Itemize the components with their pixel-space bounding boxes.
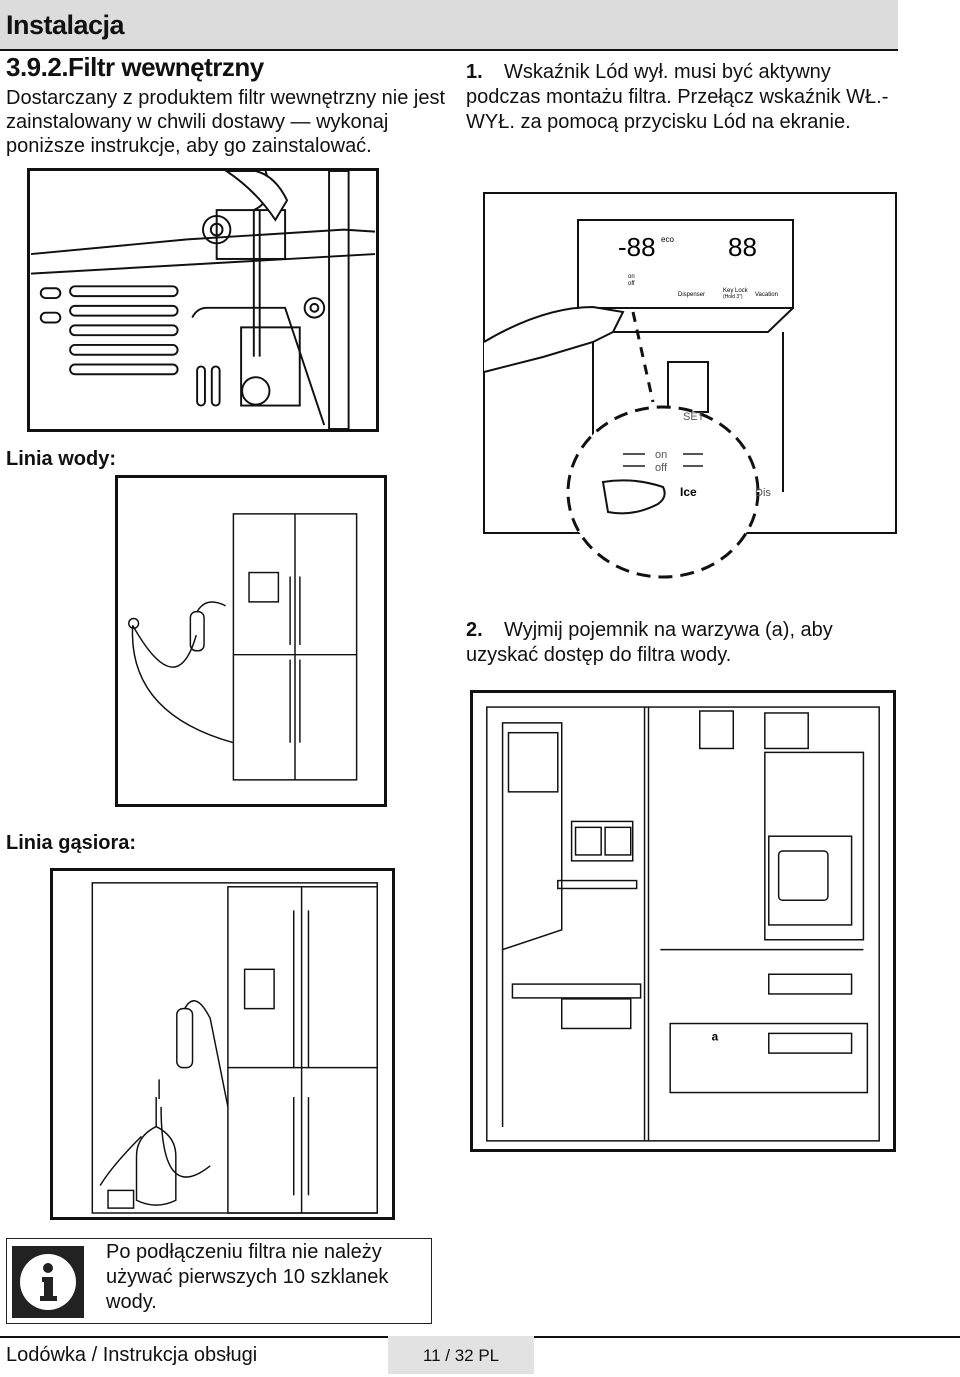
footer-doc-title: Lodówka / Instrukcja obsługi	[6, 1344, 258, 1366]
panel-on-label: on	[655, 449, 667, 461]
footer-page-box	[388, 1336, 534, 1374]
control-panel-drawing: -88 88 eco on off Dispenser Key Lock (Ho…	[483, 192, 897, 579]
bottle-line-drawing	[91, 882, 378, 1214]
figure-filter-connection	[27, 168, 379, 432]
open-fridge-drawing: a	[486, 706, 880, 1142]
water-line-drawing	[128, 513, 358, 781]
step-2-number: 2.	[466, 619, 483, 641]
info-text: Po podłączeniu filtra nie należy używać …	[106, 1241, 389, 1313]
header-bar	[0, 0, 898, 50]
bottle-line-label: Linia gąsiora:	[6, 832, 137, 854]
info-box	[6, 1238, 432, 1324]
panel-eco-label: eco	[661, 235, 674, 244]
step-1-number: 1.	[466, 61, 483, 83]
section-intro: Dostarczany z produktem filtr wewnętrzny…	[6, 87, 446, 157]
footer-page-number: 11 / 32 PL	[422, 1346, 500, 1365]
panel-set-label: SET	[683, 411, 705, 423]
figure-water-line	[115, 475, 387, 807]
crisper-label-a: a	[712, 1029, 719, 1043]
step-2-text: Wyjmij pojemnik na warzywa (a), aby uzys…	[466, 619, 833, 666]
step-1-text: Wskaźnik Lód wył. musi być aktywny podcz…	[466, 61, 889, 133]
panel-hold-label: (Hold 3")	[723, 294, 743, 300]
panel-digits-right: 88	[728, 232, 757, 262]
filter-connection-drawing	[30, 171, 376, 429]
panel-small-off: off	[628, 281, 635, 287]
page-title: Instalacja	[6, 10, 125, 40]
panel-ice-button[interactable]: Ice	[680, 485, 697, 499]
figure-control-panel: -88 88 eco on off Dispenser Key Lock (Ho…	[483, 192, 897, 586]
step-2: 2.Wyjmij pojemnik na warzywa (a), aby uz…	[466, 618, 906, 668]
panel-dis-label: Dis	[755, 487, 771, 499]
panel-off-label: off	[655, 462, 668, 474]
water-line-label: Linia wody:	[6, 448, 116, 470]
panel-dispenser-label: Dispenser	[678, 292, 705, 298]
step-1: 1.Wskaźnik Lód wył. musi być aktywny pod…	[466, 60, 906, 135]
figure-open-fridge: a	[470, 690, 896, 1152]
info-icon	[12, 1246, 84, 1318]
header-rule	[0, 49, 898, 51]
panel-keylock-label: Key Lock	[723, 288, 749, 294]
section-title: 3.9.2.Filtr wewnętrzny	[6, 52, 264, 82]
figure-bottle-line	[50, 868, 395, 1220]
panel-small-on: on	[628, 274, 635, 280]
panel-vacation-label: Vacation	[755, 292, 778, 298]
panel-digits-left: -88	[618, 232, 656, 262]
